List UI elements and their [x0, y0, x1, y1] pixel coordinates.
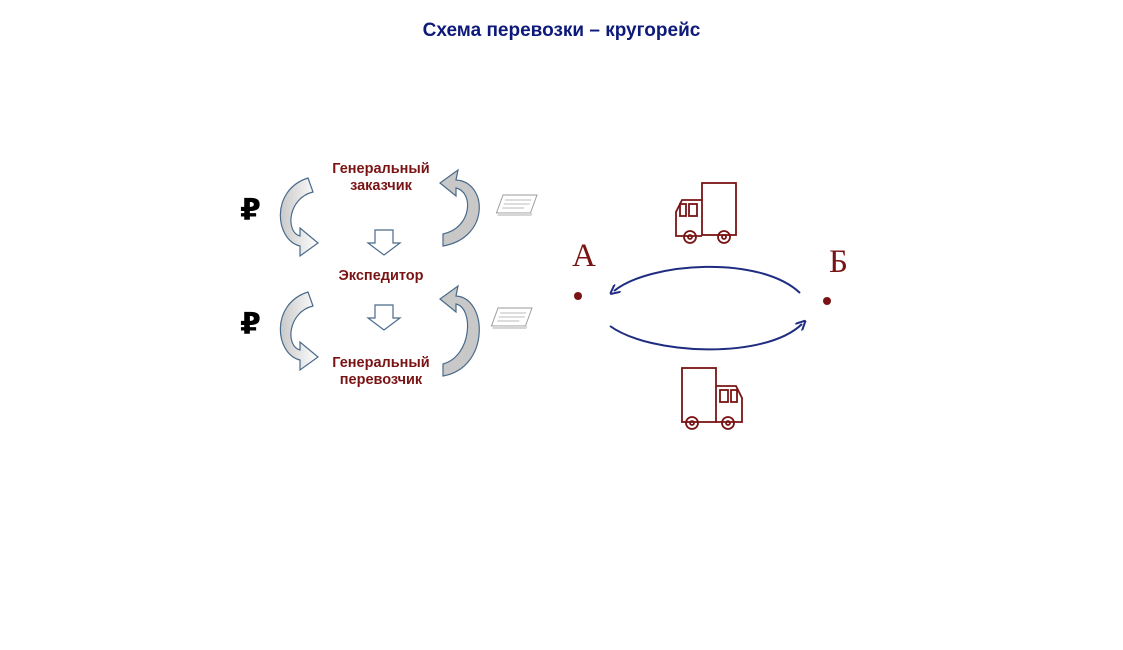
customer-line1: Генеральный [332, 161, 430, 177]
route-arrow-b-to-a [614, 265, 801, 293]
ruble-icon: ₽ [240, 193, 261, 228]
document-icon [490, 307, 533, 329]
point-b-label: Б [829, 244, 848, 280]
point-b-dot [823, 297, 831, 305]
general-carrier-label: Генеральный перевозчик [308, 355, 454, 389]
truck-icon [675, 182, 737, 244]
forwarder-label: Экспедитор [338, 268, 424, 284]
curved-arrow-icon [439, 168, 480, 247]
curved-arrow-icon [279, 291, 319, 372]
document-icon [495, 194, 538, 216]
route-arrow-a-to-b [609, 324, 802, 351]
curved-arrow-icon [439, 284, 480, 377]
customer-line2: заказчик [350, 178, 412, 194]
down-arrow-icon [366, 229, 402, 256]
page-title: Схема перевозки – кругорейс [422, 20, 701, 41]
carrier-line1: Генеральный [332, 355, 430, 371]
down-arrow-icon [366, 304, 402, 331]
point-a-label: А [572, 238, 596, 274]
truck-icon [681, 367, 743, 430]
carrier-line2: перевозчик [339, 372, 423, 388]
curved-arrow-icon [279, 177, 319, 258]
point-a-dot [574, 292, 582, 300]
ruble-icon: ₽ [240, 307, 261, 342]
general-customer-label: Генеральный заказчик [308, 161, 454, 195]
